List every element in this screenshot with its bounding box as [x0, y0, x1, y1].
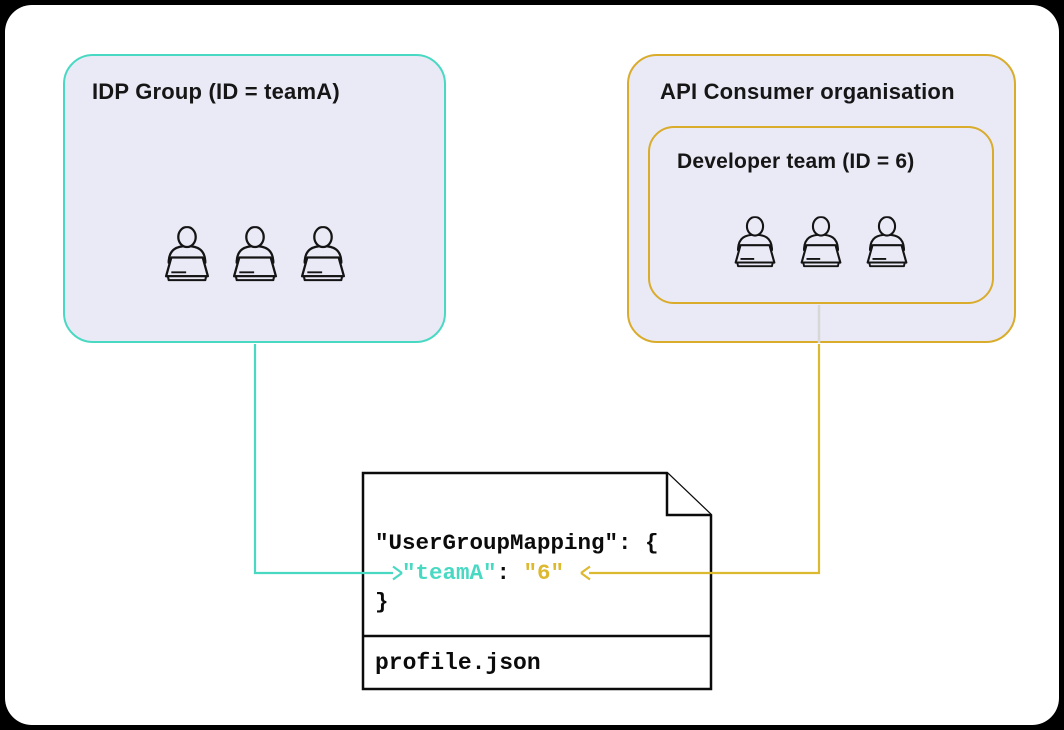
api-consumer-org-box: API Consumer organisation Developer team… [627, 54, 1016, 343]
code-line-3: } [375, 589, 389, 615]
idp-group-members [65, 224, 444, 284]
developer-team-members [650, 214, 992, 270]
api-consumer-org-title: API Consumer organisation [660, 79, 955, 104]
idp-group-box: IDP Group (ID = teamA) [63, 54, 446, 343]
document-code-block: "UserGroupMapping": { "teamA": "6" } [375, 529, 659, 618]
person-at-laptop-icon [796, 214, 846, 270]
code-line-1: "UserGroupMapping": { [375, 530, 659, 556]
person-at-laptop-icon [862, 214, 912, 270]
mapping-key-teamA: "teamA" [402, 559, 497, 586]
diagram-card-background: IDP Group (ID = teamA) API Consumer orga… [5, 5, 1059, 725]
developer-team-title: Developer team (ID = 6) [677, 150, 915, 173]
code-indent [375, 560, 402, 586]
idp-group-title: IDP Group (ID = teamA) [92, 79, 340, 104]
document-filename-label: profile.json [375, 650, 541, 676]
person-at-laptop-icon [296, 224, 350, 284]
person-at-laptop-icon [730, 214, 780, 270]
developer-team-box: Developer team (ID = 6) [648, 126, 994, 304]
mapping-separator: : [496, 559, 524, 586]
person-at-laptop-icon [160, 224, 214, 284]
mapping-value-6: "6" [523, 559, 565, 586]
person-at-laptop-icon [228, 224, 282, 284]
